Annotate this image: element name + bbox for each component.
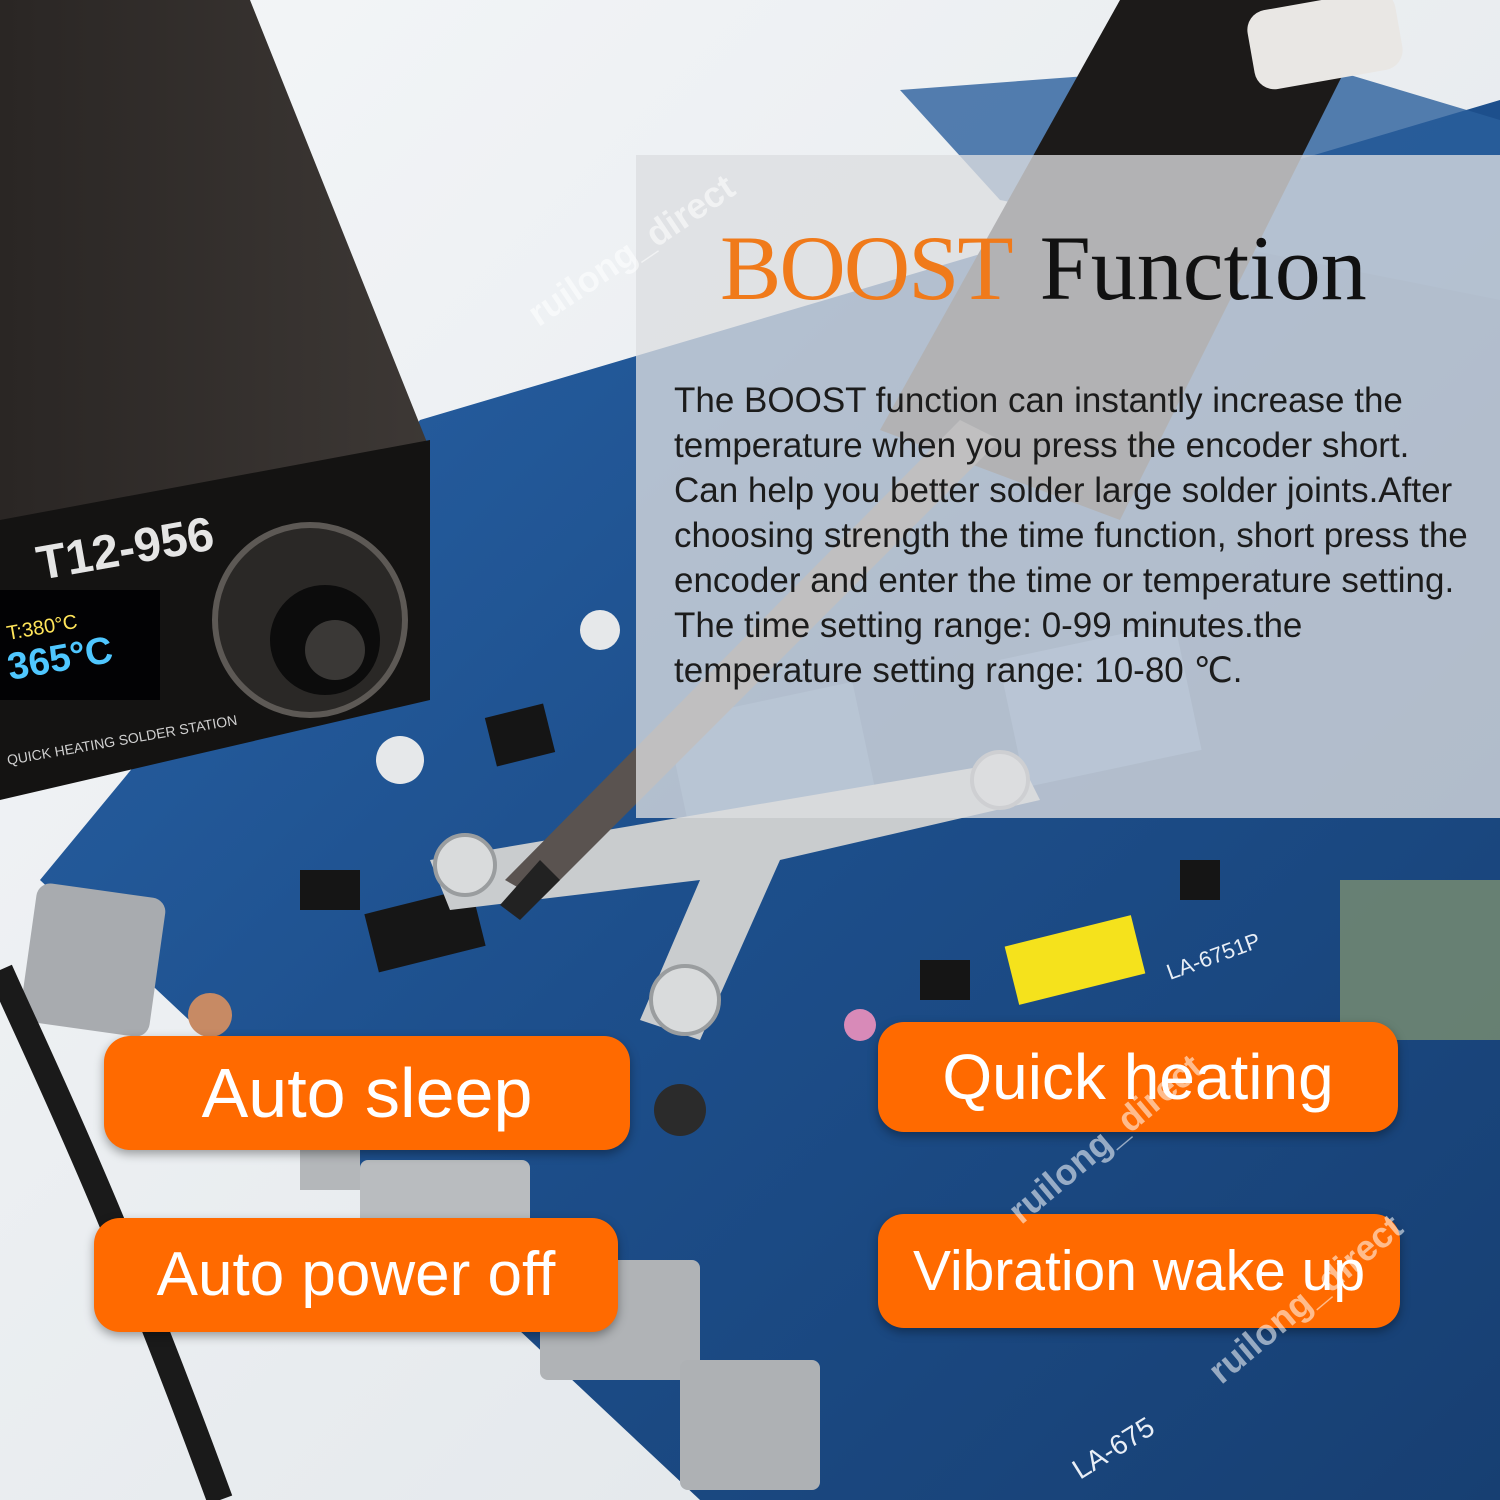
info-panel xyxy=(636,155,1500,818)
feature-badge-auto-sleep: Auto sleep xyxy=(104,1036,630,1150)
oled-display xyxy=(0,590,160,700)
feature-badge-quick-heating: Quick heating xyxy=(878,1022,1398,1132)
feature-badge-vibration-wake-up: Vibration wake up xyxy=(878,1214,1400,1328)
feature-description: The BOOST function can instantly increas… xyxy=(674,381,1468,690)
feature-badge-auto-power-off: Auto power off xyxy=(94,1218,618,1332)
power-cable xyxy=(0,964,233,1500)
soldering-station: T:380°C 365°C T12-956 QUICK HEATING SOLD… xyxy=(0,0,430,800)
title-rest: Function xyxy=(1039,217,1367,319)
title-highlight: BOOST xyxy=(720,217,1014,319)
